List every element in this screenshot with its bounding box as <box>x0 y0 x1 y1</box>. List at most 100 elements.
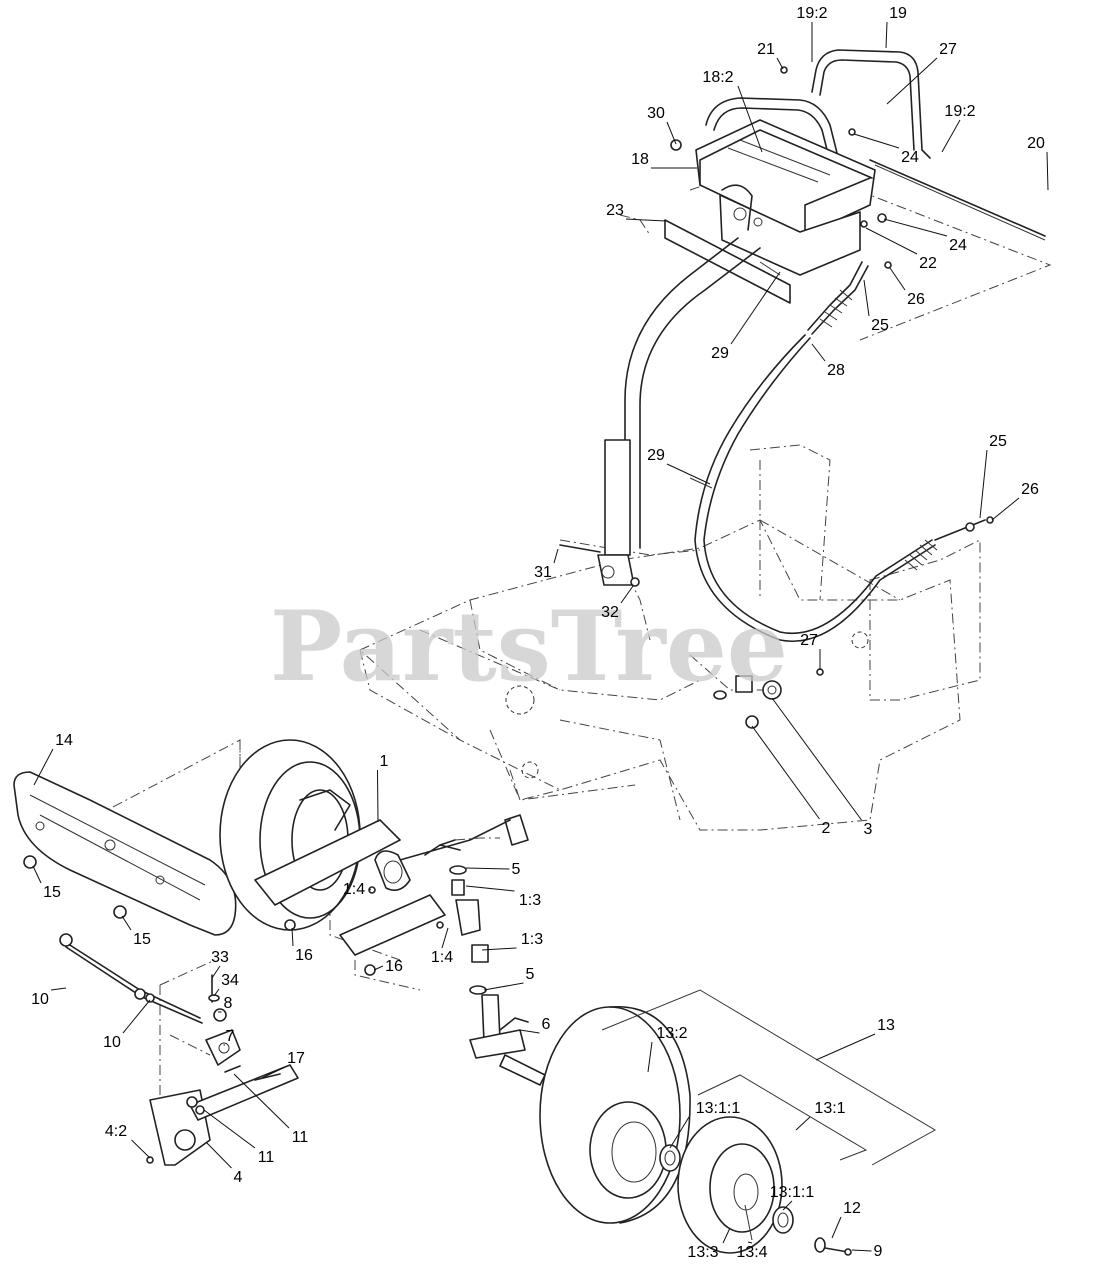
callout-label: 16 <box>385 958 403 975</box>
callout-label: 13 <box>877 1017 895 1034</box>
leader-line <box>851 1249 872 1252</box>
leader-lines <box>32 21 1049 1252</box>
leader-line <box>811 343 826 362</box>
leader-line <box>121 915 132 931</box>
wheel-assembly <box>539 989 937 1256</box>
leader-line <box>776 57 784 70</box>
callout-label: 31 <box>534 564 552 581</box>
callout-label: 7 <box>226 1028 235 1045</box>
leader-line <box>737 85 763 153</box>
leader-line <box>889 267 906 291</box>
leader-line <box>722 1227 731 1244</box>
leader-line <box>483 982 524 991</box>
callout-label: 25 <box>871 317 889 334</box>
callout-label: 1 <box>380 753 389 770</box>
leader-line <box>815 1033 876 1061</box>
callout-label: 24 <box>949 237 967 254</box>
leader-line <box>885 21 888 49</box>
callout-label: 10 <box>103 1034 121 1051</box>
callout-label: 11 <box>292 1129 309 1146</box>
callout-label: 4 <box>234 1169 243 1186</box>
leader-line <box>647 1041 653 1073</box>
callout-label: 22 <box>919 255 937 272</box>
leader-line <box>666 463 711 485</box>
control-handle-assembly <box>597 49 1046 586</box>
callout-label: 13:1:1 <box>770 1184 815 1201</box>
control-cable <box>689 261 994 642</box>
leader-line <box>33 748 54 786</box>
leader-line <box>377 769 379 823</box>
leader-line <box>233 1073 290 1129</box>
callout-label: 16 <box>295 947 313 964</box>
leader-line <box>620 585 634 604</box>
leader-line <box>553 548 559 564</box>
leader-line <box>203 1109 256 1149</box>
leader-line <box>886 57 938 105</box>
leader-line <box>979 449 988 519</box>
leader-line <box>122 999 151 1034</box>
callout-label: 12 <box>843 1200 861 1217</box>
callout-label: 1:4 <box>431 949 453 966</box>
callout-label: 27 <box>800 632 818 649</box>
leader-line <box>883 218 948 237</box>
callout-label: 18 <box>631 151 649 168</box>
leader-line <box>373 965 384 971</box>
leader-line <box>853 133 900 149</box>
leader-line <box>865 227 918 255</box>
leader-line <box>519 1029 540 1034</box>
leader-line <box>261 1066 286 1079</box>
callout-label: 11 <box>258 1149 275 1166</box>
callout-label: 19:2 <box>796 5 827 22</box>
callout-label: 1:3 <box>521 931 543 948</box>
callout-label: 28 <box>827 362 845 379</box>
leader-line <box>465 867 510 870</box>
leader-line <box>782 1200 793 1211</box>
callout-label: 21 <box>757 41 775 58</box>
callout-label: 15 <box>43 884 61 901</box>
leader-line <box>771 697 862 821</box>
callout-label: 23 <box>606 202 624 219</box>
partstree-watermark: PartsTree <box>270 590 788 703</box>
frame-chassis <box>359 444 981 831</box>
leader-line <box>730 271 781 345</box>
callout-label: 29 <box>647 447 665 464</box>
leader-line <box>941 119 961 153</box>
leader-line <box>747 1241 753 1244</box>
leader-line <box>666 121 677 145</box>
callout-label: 19:2 <box>944 103 975 120</box>
callout-label: 5 <box>526 966 535 983</box>
callout-label: 13:1 <box>814 1100 845 1117</box>
leader-line <box>795 1116 811 1131</box>
leader-line <box>213 988 220 997</box>
callout-label: 2 <box>822 820 831 837</box>
callout-label: 13:3 <box>687 1244 718 1261</box>
callout-label: 10 <box>31 991 49 1008</box>
callout-label: 20 <box>1027 135 1045 152</box>
callout-label: 1:4 <box>343 881 365 898</box>
callout-label: 33 <box>211 949 229 966</box>
front-axle-assembly <box>13 544 824 995</box>
callout-label: 13:1:1 <box>696 1100 741 1117</box>
callout-label: 9 <box>874 1243 883 1260</box>
leader-line <box>50 987 67 991</box>
callout-label: 34 <box>221 972 239 989</box>
leader-line <box>369 888 372 891</box>
leader-line <box>1046 151 1049 191</box>
leader-line <box>291 927 294 947</box>
leader-line <box>465 885 515 892</box>
callout-label: 29 <box>711 345 729 362</box>
callout-label: 18:2 <box>702 69 733 86</box>
callout-label: 26 <box>907 291 925 308</box>
callout-label: 13:4 <box>736 1244 767 1261</box>
callout-label: 26 <box>1021 481 1039 498</box>
callout-label: 3 <box>864 821 873 838</box>
callout-label: 32 <box>601 604 619 621</box>
callout-label: 25 <box>989 433 1007 450</box>
leader-line <box>211 965 221 979</box>
callout-label: 17 <box>287 1050 305 1067</box>
callout-label: 1:3 <box>519 892 541 909</box>
leader-line <box>625 218 667 222</box>
callout-label: 15 <box>133 931 151 948</box>
